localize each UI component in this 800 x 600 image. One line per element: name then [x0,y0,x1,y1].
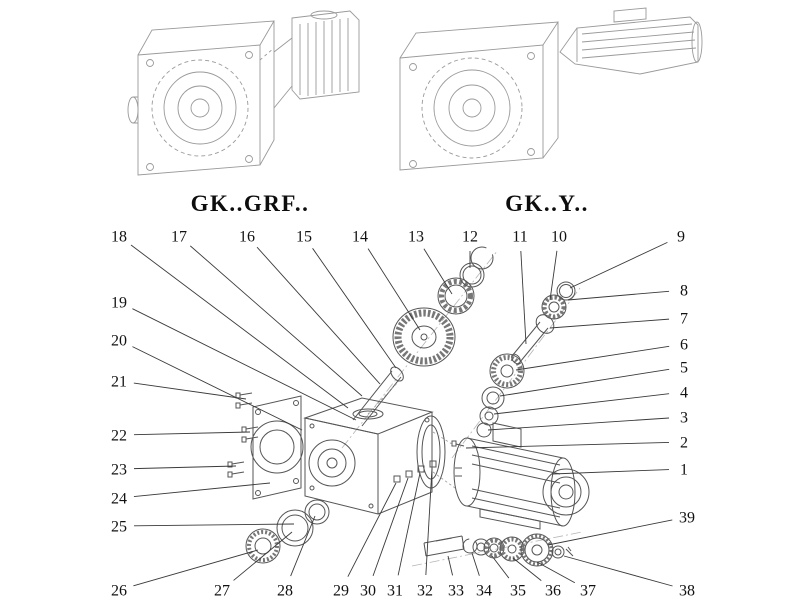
callout-line-30 [372,477,409,577]
axis-lines [341,249,583,567]
callout-label-22: 22 [111,428,127,445]
callout-label-30: 30 [360,583,376,600]
callout-label-27: 27 [214,583,230,600]
motor-drawing [451,422,590,530]
output-shaft-parts-drawing [423,533,574,567]
callout-label-36: 36 [545,583,561,600]
callout-label-35: 35 [510,583,526,600]
callout-line-37 [536,561,576,584]
callout-line-19 [132,308,357,421]
callout-label-29: 29 [333,583,349,600]
callout-label-7: 7 [680,311,688,328]
callout-line-9 [569,241,668,289]
callout-label-14: 14 [352,229,368,246]
callout-label-28: 28 [277,583,293,600]
callout-line-31 [397,472,421,576]
output-seal-parts-drawing [245,499,330,564]
callout-label-26: 26 [111,583,127,600]
callout-label-13: 13 [408,229,424,246]
callout-line-17 [189,245,363,397]
callout-line-14 [367,248,421,331]
callout-label-20: 20 [111,333,127,350]
callout-line-35 [491,555,510,579]
callout-line-28 [290,515,316,577]
callout-label-31: 31 [387,583,403,600]
callout-line-34 [471,552,480,576]
callout-line-3 [487,417,670,431]
callout-label-23: 23 [111,462,127,479]
callout-label-21: 21 [111,374,127,391]
callout-label-18: 18 [111,229,127,246]
assembly-guide-lines [367,379,456,489]
gearbox-y-drawing [399,7,703,171]
callout-label-12: 12 [462,229,478,246]
callout-line-23 [133,465,237,470]
callout-line-1 [551,469,670,475]
callout-line-16 [256,246,381,385]
callout-line-6 [515,345,670,371]
callout-label-24: 24 [111,491,127,508]
flange-plate-drawing [250,395,304,500]
callout-label-3: 3 [680,410,688,427]
callout-label-1: 1 [680,462,688,479]
callout-line-36 [512,557,542,581]
callout-line-22 [133,431,251,436]
callout-label-11: 11 [512,229,527,246]
callout-label-2: 2 [680,435,688,452]
callout-label-25: 25 [111,519,127,536]
callout-label-10: 10 [551,229,567,246]
model-label-grf: GK..GRF.. [190,191,310,216]
callout-line-39 [547,519,673,546]
callout-line-24 [133,482,271,497]
callout-label-32: 32 [417,583,433,600]
gearbox-grf-drawing [127,10,360,176]
callout-line-5 [499,368,670,397]
model-label-y: GK..Y.. [505,191,589,216]
callout-label-39: 39 [679,510,695,527]
callout-label-4: 4 [680,385,688,402]
callout-label-19: 19 [111,295,127,312]
callout-line-29 [347,482,397,577]
gear-stack-drawing [352,246,494,427]
callout-label-6: 6 [680,337,688,354]
callout-line-20 [132,346,303,431]
callout-line-11 [520,250,527,345]
callout-line-7 [549,318,670,329]
callout-label-38: 38 [679,583,695,600]
callout-line-4 [493,393,670,415]
pinion-stack-drawing [476,281,576,438]
callout-line-33 [447,555,454,576]
callout-line-27 [233,531,293,581]
callout-label-5: 5 [680,360,688,377]
callout-line-2 [465,441,670,449]
callout-label-17: 17 [171,229,187,246]
callout-label-15: 15 [296,229,312,246]
callout-line-10 [549,250,558,301]
callout-line-15 [312,248,397,369]
callout-label-37: 37 [580,583,596,600]
callout-line-25 [133,523,295,527]
callout-line-21 [133,382,247,400]
housing-plug-bolts-drawing [393,460,437,483]
callout-line-26 [133,549,259,587]
callout-label-8: 8 [680,283,688,300]
callout-line-38 [563,555,673,587]
callout-label-9: 9 [677,229,685,246]
callout-line-8 [567,290,670,301]
callout-line-13 [423,248,453,295]
callout-label-34: 34 [476,583,492,600]
callout-label-33: 33 [448,583,464,600]
callout-line-18 [130,244,349,409]
housing-drawing [303,397,446,515]
callout-label-16: 16 [239,229,255,246]
callout-line-32 [425,467,433,576]
